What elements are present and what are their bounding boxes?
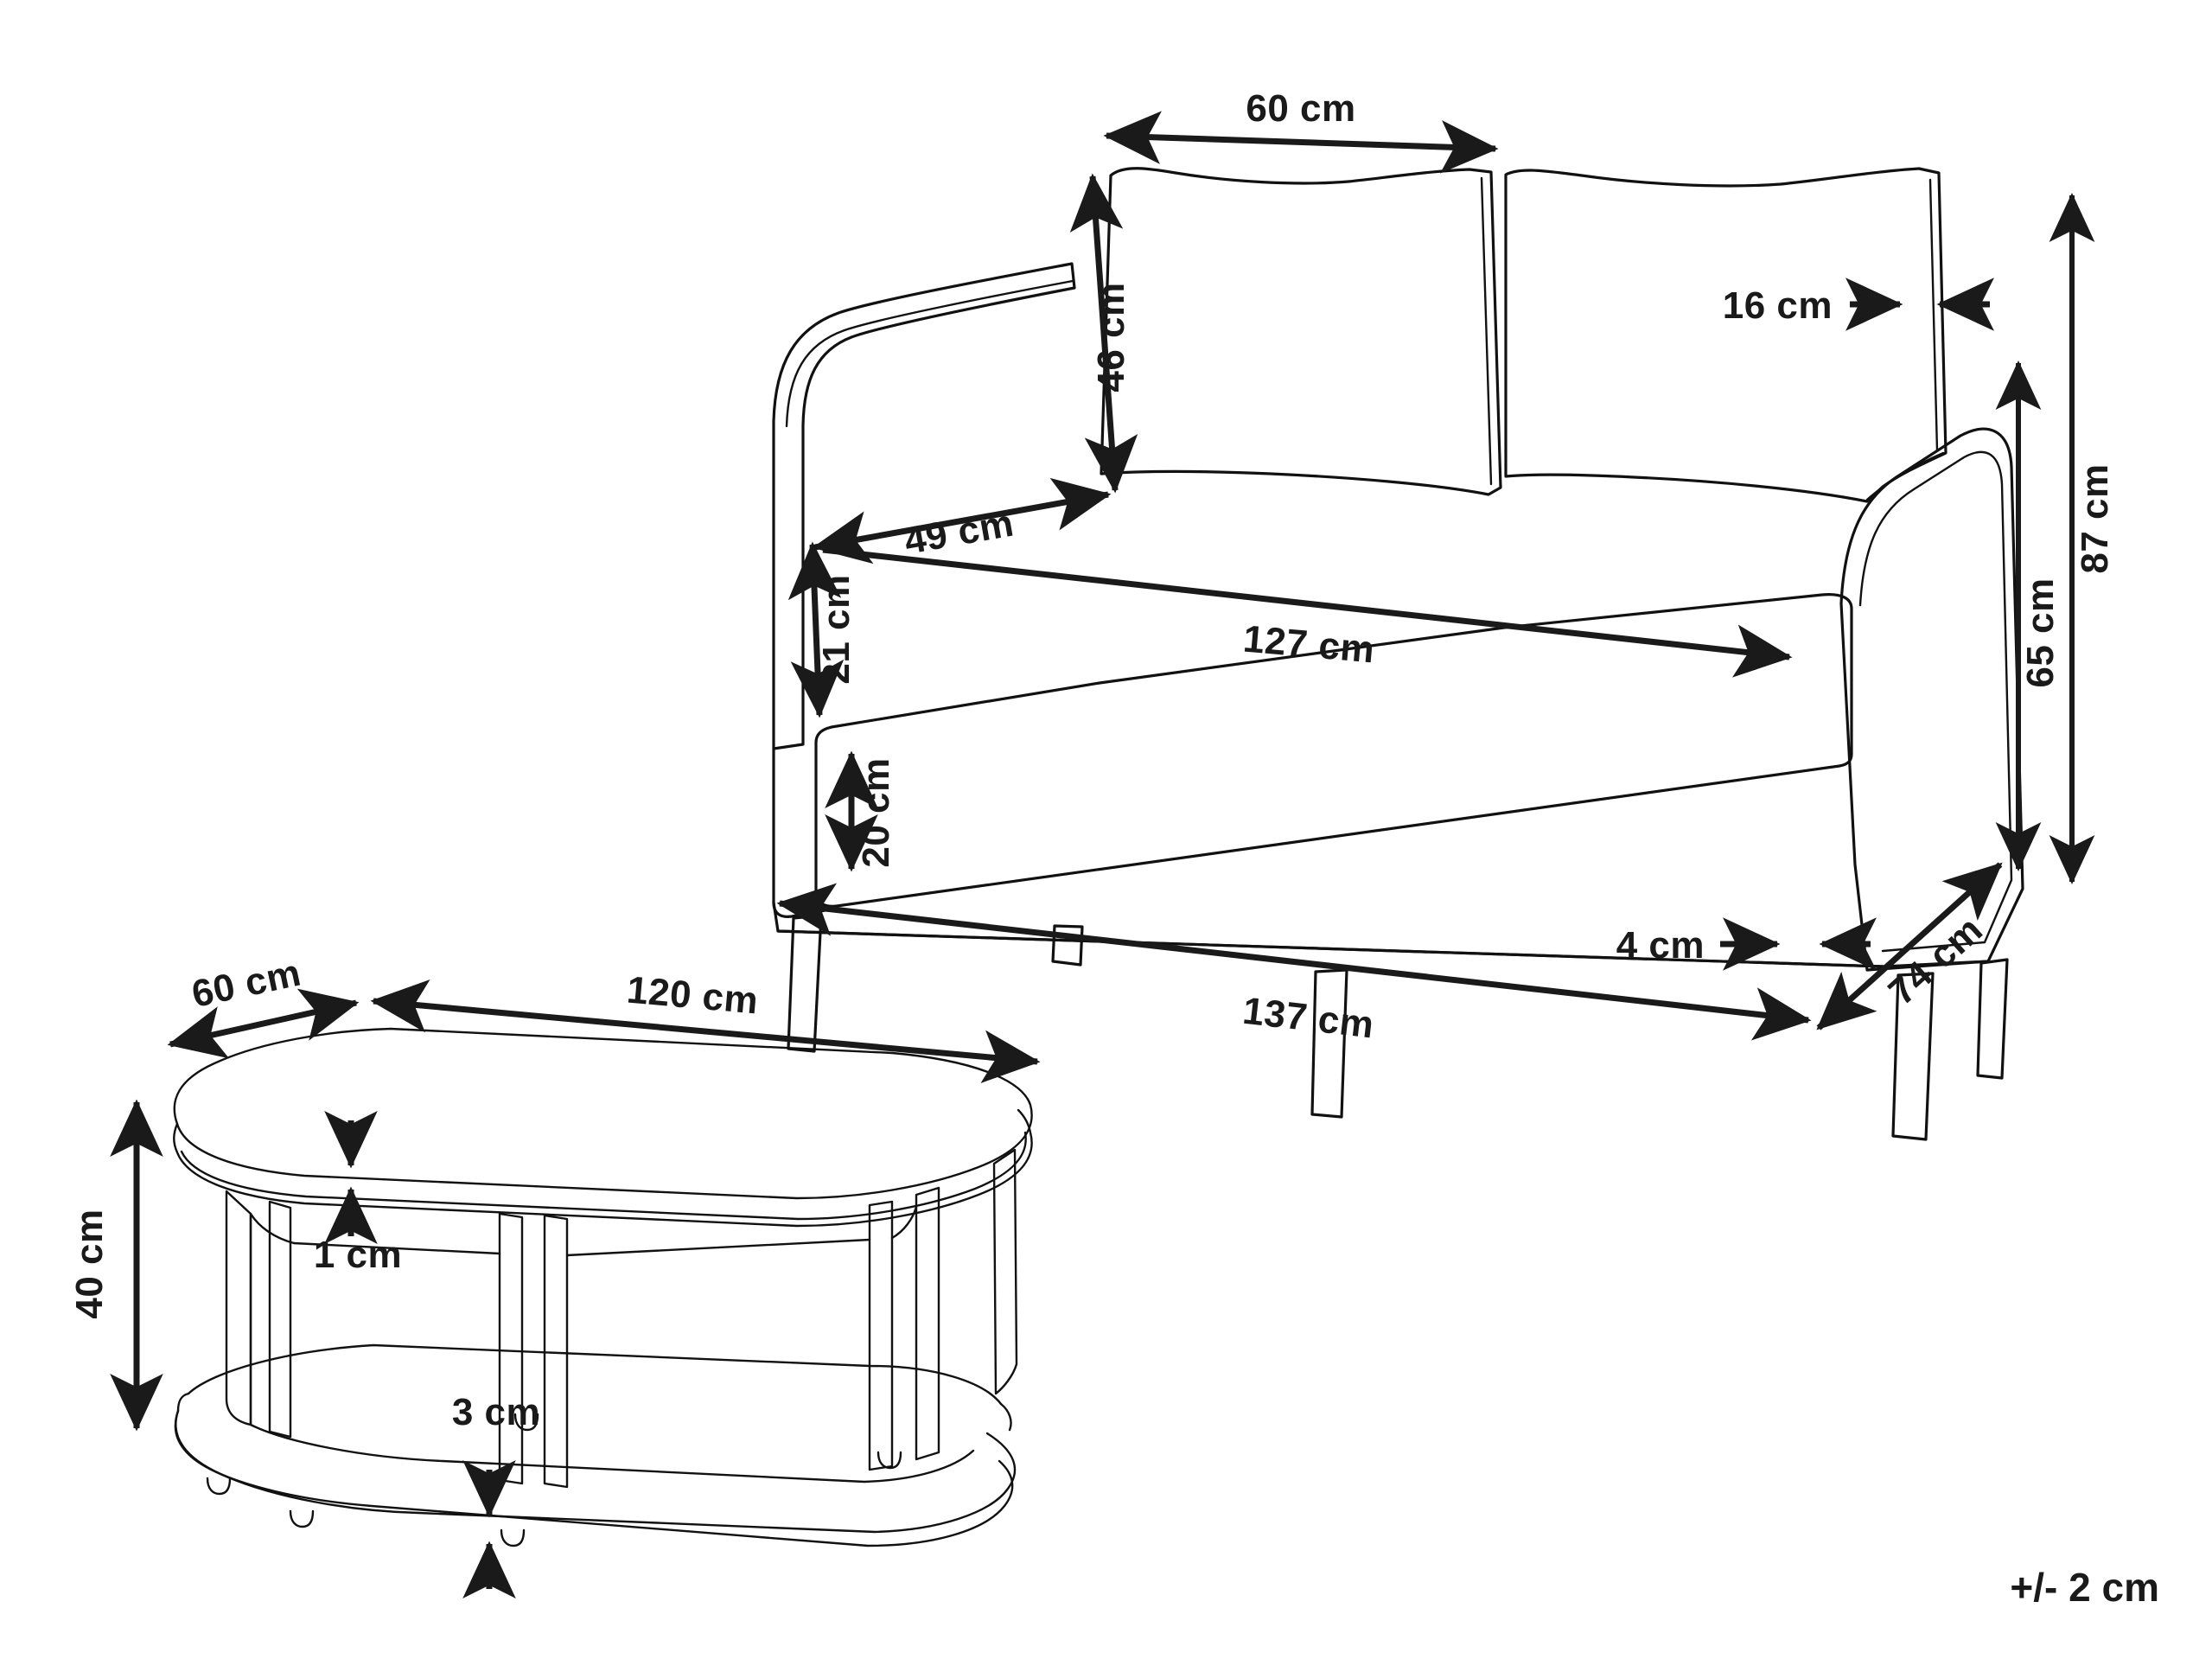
dim-sofa-87: 87 cm: [2049, 193, 2116, 884]
table-foot-2: [500, 1528, 526, 1547]
dim-sofa-46: 46 cm: [1069, 173, 1138, 494]
dim-sofa-20: 20 cm: [825, 750, 897, 872]
table-leg-right-outer: [915, 1186, 940, 1461]
table-top-surface: [173, 1027, 1033, 1200]
dim-label-sofa-65: 65 cm: [2019, 577, 2062, 687]
dim-label-sofa-21: 21 cm: [815, 574, 857, 684]
dim-table-1: 1 cm: [314, 1111, 402, 1276]
table-leg-mid-back: [543, 1214, 569, 1489]
sofa-dimensions: 60 cm 46 cm 16 cm 49 cm 21 cm: [776, 87, 2116, 1047]
sofa-backrest-cushion-right: [1504, 167, 1947, 503]
dim-label-sofa-137: 137 cm: [1240, 990, 1376, 1047]
table-leg-front-left: [225, 1190, 252, 1426]
table-foot-3: [513, 1413, 539, 1432]
dim-label-sofa-20: 20 cm: [855, 757, 897, 867]
dim-sofa-16: 16 cm: [1723, 278, 1994, 331]
sofa-leg-front-left: [787, 914, 823, 1053]
dim-label-sofa-16: 16 cm: [1723, 284, 1833, 327]
table-leg-right-inner: [868, 1200, 894, 1471]
dim-label-sofa-87: 87 cm: [2074, 463, 2116, 573]
coffee-table-illustration: [173, 1027, 1033, 1547]
dim-label-table-3: 3 cm: [452, 1391, 540, 1433]
sofa-leg-center-front: [1310, 968, 1348, 1119]
tolerance-label: +/- 2 cm: [2010, 1565, 2159, 1610]
dim-sofa-60: 60 cm: [1103, 87, 1499, 174]
table-foot-1: [289, 1509, 315, 1528]
dim-table-40: 40 cm: [68, 1099, 163, 1432]
dim-label-table-40: 40 cm: [68, 1209, 111, 1318]
dim-table-120: 120 cm: [370, 969, 1041, 1083]
sofa-leg-small-brace: [1051, 924, 1084, 967]
dim-sofa-21: 21 cm: [787, 541, 857, 718]
table-leg-far-right: [992, 1148, 1018, 1395]
dim-label-table-1: 1 cm: [314, 1234, 402, 1276]
table-base-rim: [174, 1343, 1017, 1547]
dim-sofa-65: 65 cm: [1995, 361, 2062, 871]
sofa-illustration: [772, 167, 2024, 1141]
table-top-thickness: [173, 1108, 1033, 1228]
dim-label-sofa-4: 4 cm: [1616, 924, 1705, 967]
table-foot-5: [206, 1477, 232, 1496]
table-foot-4: [877, 1451, 902, 1470]
dim-table-3: 3 cm: [452, 1391, 540, 1598]
dim-sofa-4: 4 cm: [1616, 917, 1877, 971]
table-frame-rails: [249, 1205, 918, 1257]
dim-label-sofa-49: 49 cm: [902, 502, 1017, 563]
sofa-lower-body: [772, 901, 1990, 968]
sofa-right-armrest: [1839, 427, 2024, 972]
dim-label-table-120: 120 cm: [625, 969, 760, 1023]
sofa-leg-back-right: [1976, 958, 2009, 1080]
sofa-body-left: [772, 747, 832, 918]
dim-sofa-127: 127 cm: [822, 546, 1793, 678]
table-base-inner-edge: [249, 1423, 975, 1484]
sofa-backrest-cushion-left: [1100, 167, 1502, 496]
dim-label-sofa-46: 46 cm: [1090, 282, 1132, 392]
table-leg-mid-front: [498, 1212, 524, 1485]
dim-label-sofa-60: 60 cm: [1246, 87, 1355, 130]
dim-label-sofa-127: 127 cm: [1241, 618, 1376, 672]
dim-table-60: 60 cm: [167, 952, 360, 1059]
dim-label-table-60: 60 cm: [188, 952, 305, 1016]
table-leg-left-inner: [268, 1200, 292, 1439]
sofa-under-seat-line: [835, 764, 1841, 908]
tolerance-note: +/- 2 cm: [2010, 1565, 2159, 1610]
